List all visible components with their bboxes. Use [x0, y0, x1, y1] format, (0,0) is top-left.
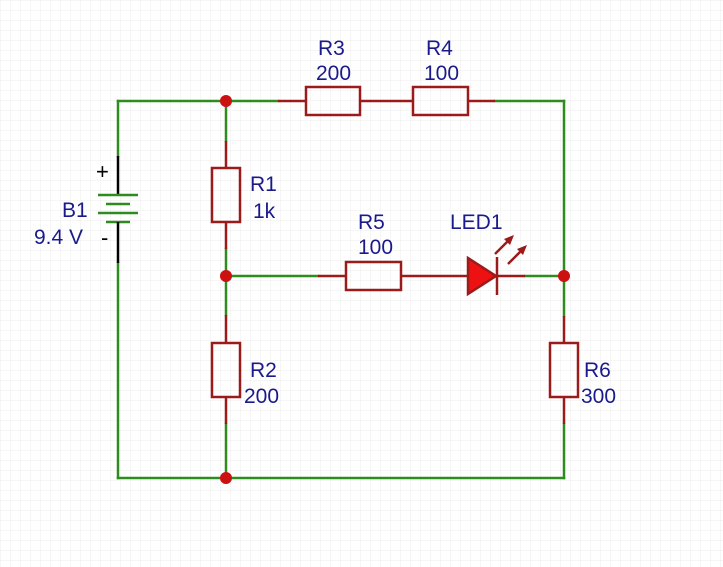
led-emission-arrowhead-2 [517, 245, 527, 255]
component-symbols [210, 85, 580, 424]
junction-dot [220, 270, 232, 282]
resistor-r5-value: 100 [358, 236, 393, 259]
battery-plus-sign: + [96, 159, 109, 184]
battery-b1-value: 9.4 V [34, 226, 83, 249]
resistor-r3-value: 200 [316, 62, 351, 85]
resistor-r3-symbol [278, 85, 386, 117]
resistor-r4-designator: R4 [426, 37, 453, 60]
junction-dot [220, 472, 232, 484]
battery-minus-sign: - [101, 225, 108, 250]
resistor-r2-value: 200 [244, 385, 279, 408]
resistor-r6-symbol [548, 316, 580, 424]
resistor-r6-value: 300 [581, 385, 616, 408]
resistor-r4-value: 100 [424, 62, 459, 85]
led1-designator: LED1 [450, 211, 503, 234]
resistor-r1-designator: R1 [250, 173, 277, 196]
resistor-r3-designator: R3 [318, 37, 345, 60]
resistor-r5-symbol [318, 260, 428, 292]
resistor-r1-value: 1k [253, 200, 276, 223]
led1-symbol [428, 235, 527, 297]
resistor-r5-designator: R5 [358, 211, 385, 234]
wires [116, 99, 566, 480]
resistor-r1-symbol [210, 141, 242, 249]
junction-dot [220, 95, 232, 107]
resistor-r2-symbol [210, 315, 242, 424]
resistor-r4-symbol [386, 85, 495, 117]
resistor-r6-designator: R6 [584, 359, 611, 382]
resistor-r2-designator: R2 [250, 359, 277, 382]
battery-b1-symbol [98, 156, 138, 263]
junctions [220, 95, 570, 484]
junction-dot [558, 270, 570, 282]
led-emission-arrowhead-1 [504, 235, 514, 245]
battery-b1-designator: B1 [62, 199, 88, 222]
